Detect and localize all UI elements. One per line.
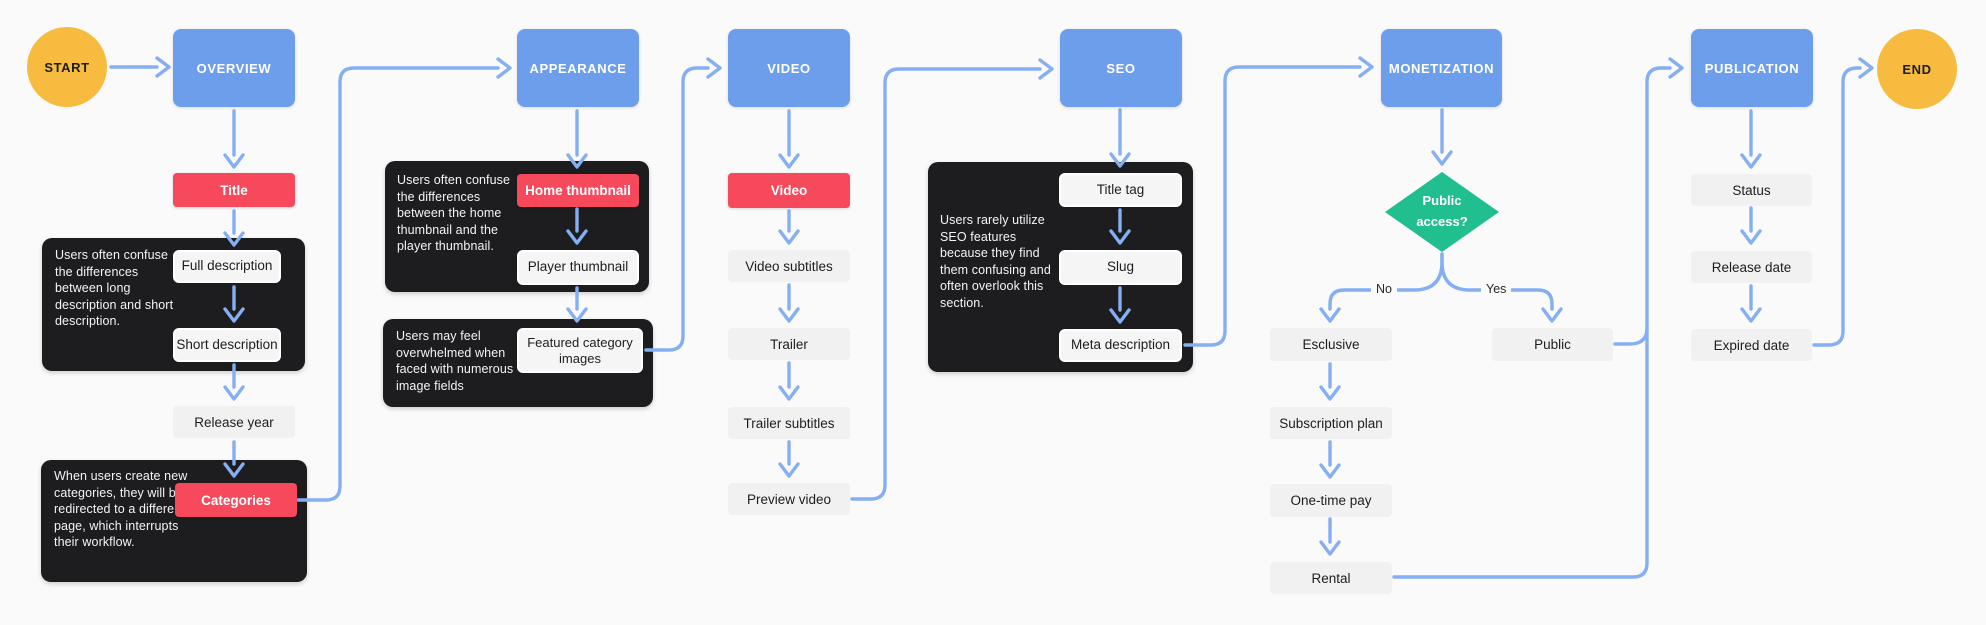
edge-monetization-decision (1431, 108, 1453, 166)
node-overview[interactable]: OVERVIEW (173, 29, 295, 107)
edge-onetime-rental (1319, 517, 1341, 556)
node-video[interactable]: VIDEO (728, 29, 850, 107)
node-appearance[interactable]: APPEARANCE (517, 29, 639, 107)
node-title-tag[interactable]: Title tag (1059, 173, 1182, 207)
node-full-description[interactable]: Full description (173, 250, 281, 283)
edge-releasedate-expired (1740, 284, 1762, 323)
edge-publication-status (1740, 109, 1762, 169)
node-public-access-decision[interactable]: Public access? (1385, 172, 1499, 252)
edge-appearance-homethumb (566, 109, 588, 169)
node-preview-video[interactable]: Preview video (728, 483, 850, 515)
node-release-year[interactable]: Release year (173, 406, 295, 438)
edge-featured-video (644, 57, 722, 352)
edge-esclusive-subplan (1319, 362, 1341, 401)
edge-subtitles-trailer (778, 283, 800, 323)
edge-trailer-trailersubs (778, 361, 800, 401)
node-status[interactable]: Status (1691, 174, 1812, 206)
edge-trailersubs-preview (778, 440, 800, 478)
annotation-seo-text: Users rarely utilize SEO features becaus… (940, 213, 1051, 310)
node-featured-category-images[interactable]: Featured category images (517, 328, 643, 373)
node-monetization[interactable]: MONETIZATION (1381, 29, 1502, 107)
annotation-descriptions-text: Users often confuse the differences betw… (55, 248, 174, 328)
node-end[interactable]: END (1877, 29, 1957, 109)
node-title[interactable]: Title (173, 173, 295, 207)
edge-playerthumb-featured (566, 286, 588, 323)
branch-label-yes: Yes (1481, 281, 1512, 297)
node-expired-date[interactable]: Expired date (1691, 329, 1812, 361)
node-trailer-subtitles[interactable]: Trailer subtitles (728, 407, 850, 439)
node-release-date[interactable]: Release date (1691, 251, 1812, 283)
edge-meta-monetization (1183, 56, 1374, 347)
edge-seo-titletag (1109, 108, 1131, 168)
node-start[interactable]: START (27, 27, 107, 107)
node-player-thumbnail[interactable]: Player thumbnail (517, 250, 639, 285)
branch-label-no: No (1371, 281, 1397, 297)
node-video-subtitles[interactable]: Video subtitles (728, 250, 850, 282)
annotation-categories-text: When users create new categories, they w… (54, 469, 188, 549)
edge-video-videofield (778, 109, 800, 169)
edge-subplan-onetime (1319, 440, 1341, 479)
node-short-description[interactable]: Short description (173, 328, 281, 362)
edge-rental-publication (1392, 57, 1684, 579)
edge-expired-end (1812, 57, 1874, 347)
node-rental[interactable]: Rental (1270, 562, 1392, 594)
edge-overview-title (223, 109, 245, 169)
node-one-time-pay[interactable]: One-time pay (1270, 484, 1392, 517)
node-publication[interactable]: PUBLICATION (1691, 29, 1813, 107)
node-esclusive[interactable]: Esclusive (1270, 328, 1392, 361)
edge-start-overview (109, 56, 171, 78)
node-categories[interactable]: Categories (175, 483, 297, 517)
node-subscription-plan[interactable]: Subscription plan (1270, 407, 1392, 439)
edge-status-releasedate (1740, 206, 1762, 245)
node-trailer[interactable]: Trailer (728, 328, 850, 360)
edge-public-join (1613, 326, 1649, 346)
node-meta-description[interactable]: Meta description (1059, 329, 1182, 362)
annotation-panel-categories[interactable] (41, 460, 307, 582)
node-home-thumbnail[interactable]: Home thumbnail (517, 174, 639, 207)
node-public[interactable]: Public (1492, 328, 1613, 361)
edge-videofield-subtitles (778, 209, 800, 245)
node-seo[interactable]: SEO (1060, 29, 1182, 107)
node-slug[interactable]: Slug (1059, 250, 1182, 285)
annotation-thumbnails-text: Users often confuse the differences betw… (397, 173, 511, 253)
node-video-field[interactable]: Video (728, 173, 850, 208)
